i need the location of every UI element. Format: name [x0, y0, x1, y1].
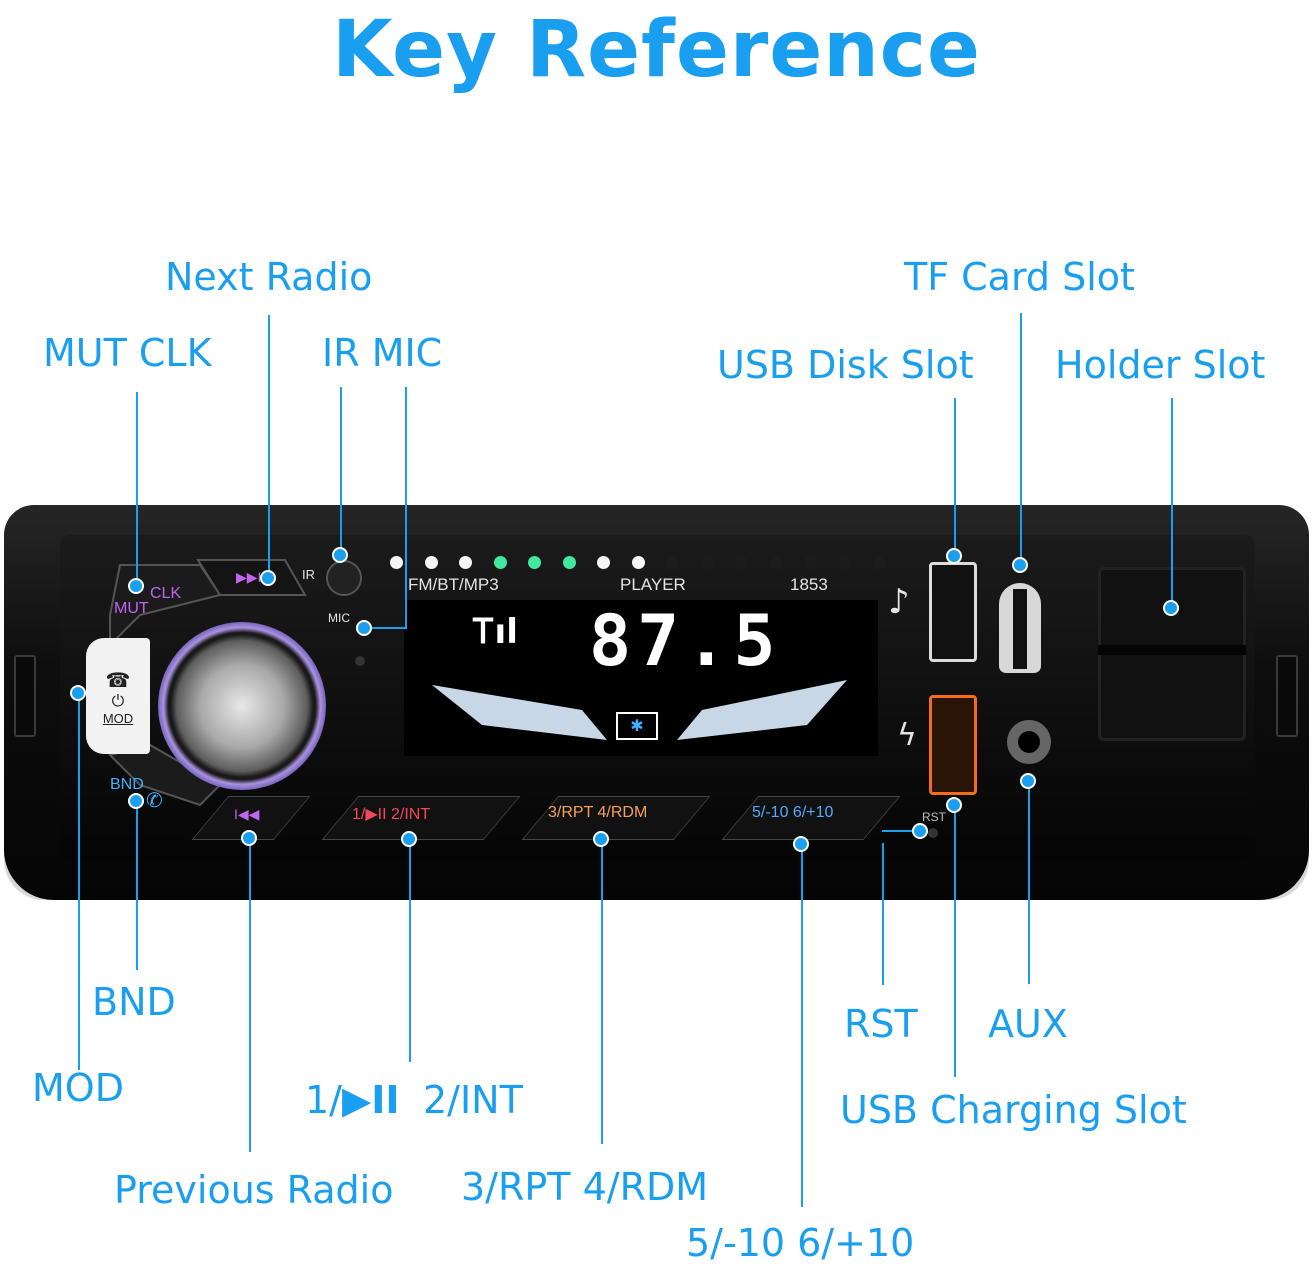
signal-icon: Ꭲıl: [474, 612, 518, 652]
usb-charging-port[interactable]: [929, 695, 977, 795]
mic-dot: [356, 620, 372, 636]
aux-dot: [1020, 773, 1036, 789]
clk-button[interactable]: CLK: [150, 585, 182, 602]
preset-5-6-button[interactable]: 5/-10 6/+10: [752, 804, 834, 821]
volume-knob[interactable]: [158, 622, 326, 790]
play-pause-icon: ▶II: [341, 1078, 400, 1122]
ir-label: IR: [302, 567, 315, 582]
aux-port[interactable]: [1007, 720, 1051, 764]
mut-button[interactable]: MUT: [114, 600, 149, 617]
frequency-display: 87.5: [589, 600, 782, 682]
preset-3-4-dot: [593, 831, 609, 847]
led-indicator: [597, 556, 610, 569]
usb-charging-dot: [946, 797, 962, 813]
previous-radio-button[interactable]: I◀◀: [234, 806, 260, 822]
ir-sensor: [326, 560, 362, 596]
mut-clk-dot: [128, 578, 144, 594]
mod-button[interactable]: ☎ ⏻ MOD: [86, 638, 150, 754]
usb-disk-dot: [946, 548, 962, 564]
led-indicator: [700, 556, 714, 569]
lcd-screen: Ꭲıl 87.5 ✱: [404, 600, 878, 756]
lightning-icon: ϟ: [897, 718, 917, 753]
callout-minus-plus-10: 5/-10 6/+10: [686, 1221, 915, 1265]
phone-icon: ☎: [105, 670, 131, 692]
mic-hole: [355, 656, 365, 666]
led-indicator: [528, 556, 541, 569]
led-indicator: [459, 556, 472, 569]
callout-holder-slot: Holder Slot: [1055, 343, 1266, 387]
power-icon: ⏻: [111, 693, 125, 710]
holder-divider: [1098, 645, 1246, 655]
usb-disk-port[interactable]: [929, 562, 977, 662]
callout-play-pause: 1/▶II: [305, 1078, 400, 1122]
tf-card-slot[interactable]: [999, 583, 1041, 673]
callout-bnd: BND: [92, 980, 176, 1024]
equalizer-display: [432, 680, 847, 740]
tf-card-dot: [1012, 557, 1028, 573]
screen-player-label: PLAYER: [620, 575, 686, 594]
screen-mode-label: FM/BT/MP3: [408, 575, 499, 594]
answer-call-icon: ✆: [146, 790, 163, 812]
music-note-icon: ♪: [888, 582, 910, 622]
rst-dot: [912, 823, 928, 839]
callout-ir-mic: IR MIC: [322, 331, 443, 375]
next-radio-dot: [260, 570, 276, 586]
led-indicator: [493, 556, 507, 569]
preset-1-2-button[interactable]: 1/▶II 2/INT: [352, 806, 431, 823]
callout-tf-card-slot: TF Card Slot: [904, 255, 1135, 299]
callout-rpt-rdm: 3/RPT 4/RDM: [461, 1165, 709, 1209]
preset-5-6-dot: [793, 836, 809, 852]
holder-dot: [1163, 600, 1179, 616]
callout-int: 2/INT: [423, 1078, 523, 1122]
led-indicator: [735, 556, 748, 569]
right-grip: [1276, 655, 1298, 737]
callout-mut-clk: MUT CLK: [43, 331, 212, 375]
previous-radio-dot: [241, 830, 257, 846]
led-indicator: [769, 556, 783, 569]
callout-mod: MOD: [32, 1066, 124, 1110]
callout-rst: RST: [844, 1002, 918, 1046]
page-title: Key Reference: [332, 5, 981, 95]
bnd-button[interactable]: BND: [110, 776, 144, 793]
preset-1-2-dot: [401, 831, 417, 847]
next-radio-button[interactable]: ▶▶I: [236, 569, 262, 585]
led-indicator: [838, 556, 852, 569]
callout-play-pause-prefix: 1/: [305, 1078, 342, 1122]
bnd-dot: [128, 793, 144, 809]
mod-dot: [70, 685, 86, 701]
led-indicator: [804, 556, 817, 569]
led-indicator: [666, 556, 679, 569]
callout-usb-charging-slot: USB Charging Slot: [840, 1088, 1187, 1132]
callout-aux: AUX: [988, 1002, 1068, 1046]
aux-opening: [1018, 731, 1040, 753]
callout-next-radio: Next Radio: [165, 255, 373, 299]
bluetooth-icon: ✱: [616, 712, 658, 740]
ir-dot: [332, 547, 348, 563]
callout-previous-radio: Previous Radio: [114, 1168, 394, 1212]
rst-label: RST: [922, 810, 946, 824]
preset-3-4-button[interactable]: 3/RPT 4/RDM: [548, 804, 648, 821]
led-indicator: [631, 556, 645, 569]
screen-model-label: 1853: [790, 575, 828, 594]
led-indicator: [562, 556, 576, 569]
led-indicator: [424, 556, 438, 569]
tf-card-opening: [1013, 589, 1027, 669]
callout-usb-disk-slot: USB Disk Slot: [717, 343, 974, 387]
led-indicator: [390, 556, 403, 569]
mic-label: MIC: [328, 611, 350, 625]
mod-button-label: MOD: [102, 711, 134, 726]
rst-hole[interactable]: [928, 828, 938, 838]
left-grip: [14, 655, 36, 737]
led-indicator: [873, 556, 886, 569]
